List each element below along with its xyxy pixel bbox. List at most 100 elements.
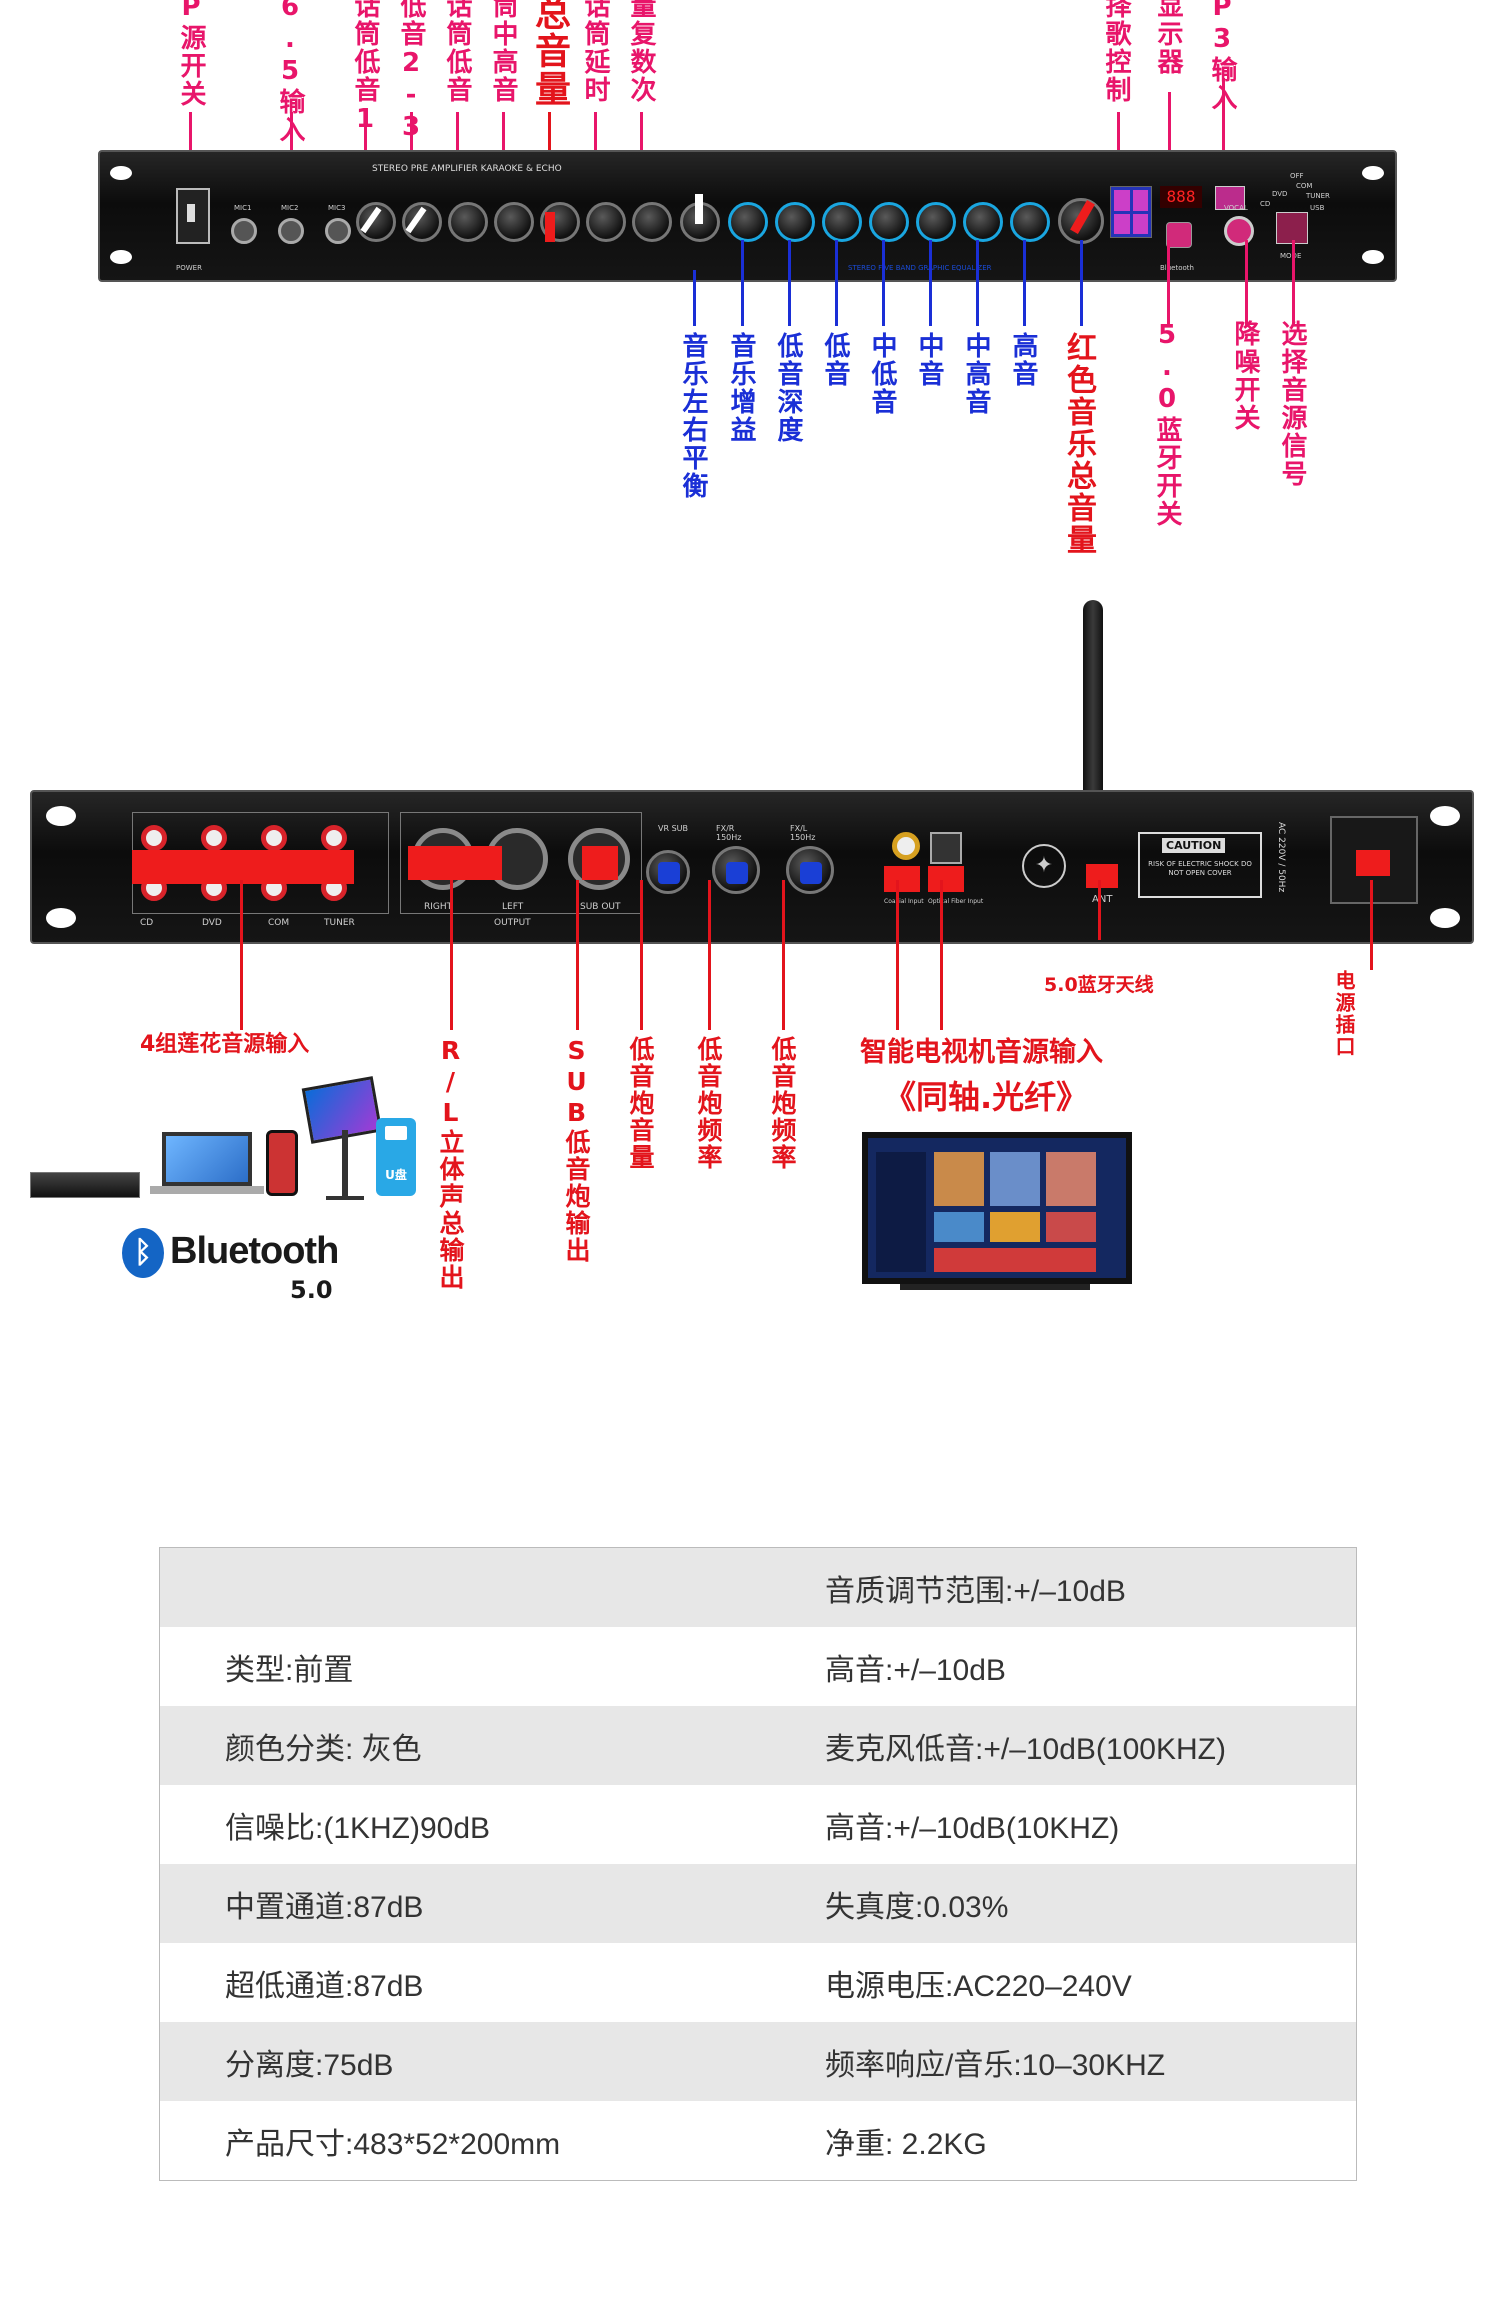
label-bass: 低音 xyxy=(820,332,850,388)
connector-line xyxy=(576,880,579,1030)
mid-knob[interactable] xyxy=(916,202,956,242)
mic-jack-1[interactable] xyxy=(231,218,257,244)
mode-option: TUNER xyxy=(1306,192,1330,200)
mic-jack-2[interactable] xyxy=(278,218,304,244)
callout-tv-input: 智能电视机音源输入 xyxy=(860,1037,1103,1068)
rack-hole xyxy=(46,908,76,928)
loudness-knob[interactable] xyxy=(775,202,815,242)
top-label-power-switch: P源开关 xyxy=(176,0,206,108)
mode-selector[interactable] xyxy=(1276,212,1308,244)
repeat-knob[interactable] xyxy=(632,202,672,242)
hi-knob[interactable] xyxy=(1010,202,1050,242)
connector-line xyxy=(189,112,192,182)
sub-label-vr: VR SUB xyxy=(658,824,688,833)
bluetooth-logo-icon: ᛒ xyxy=(122,1228,164,1278)
connector-line xyxy=(240,880,243,1030)
eq-caption: STEREO FIVE BAND GRAPHIC EQUALIZER xyxy=(848,264,992,272)
connector-line xyxy=(976,240,979,326)
spec-cell: 高音:+/–10dB xyxy=(825,1627,1356,1706)
callout-sub-volume: 低音炮音量 xyxy=(626,1036,655,1171)
callout-marker xyxy=(582,846,618,880)
spec-cell: 中置通道:87dB xyxy=(160,1864,825,1943)
usb-port[interactable] xyxy=(1215,186,1245,210)
mic1-label: MIC1 xyxy=(234,204,252,212)
spec-cell: 类型:前置 xyxy=(160,1627,825,1706)
caution-title: CAUTION xyxy=(1162,838,1226,853)
connector-line xyxy=(741,240,744,326)
delay-knob[interactable] xyxy=(586,202,626,242)
bluetooth-button[interactable] xyxy=(1166,222,1192,248)
sub-label-fxr: FX/R 150Hz xyxy=(716,824,742,842)
sub-freq-r-knob[interactable] xyxy=(712,846,760,894)
music-master-knob[interactable] xyxy=(728,202,768,242)
connector-line xyxy=(835,240,838,326)
callout-marker xyxy=(1086,864,1118,888)
coaxial-input[interactable] xyxy=(892,832,920,860)
connector-line xyxy=(1245,240,1248,326)
vocal-label: VOCAL xyxy=(1224,204,1248,212)
rack-hole xyxy=(1362,166,1384,180)
knob-pointer-white xyxy=(695,194,703,224)
bass-knob[interactable] xyxy=(822,202,862,242)
label-bt-switch: 5.0蓝牙开关 xyxy=(1152,320,1182,528)
table-row: 类型:前置高音:+/–10dB xyxy=(160,1627,1356,1706)
connector-line xyxy=(788,240,791,326)
connector-line xyxy=(1222,78,1225,163)
mic-jack-3[interactable] xyxy=(325,218,351,244)
mic-bass-knob[interactable] xyxy=(448,202,488,242)
callout-marker-blue xyxy=(800,862,822,884)
top-label-display: 显示器 xyxy=(1153,0,1183,76)
connector-line xyxy=(929,240,932,326)
spec-cell: 信噪比:(1KHZ)90dB xyxy=(160,1785,825,1864)
ant-label: ANT xyxy=(1092,894,1113,905)
mic-treble-knob[interactable] xyxy=(494,202,534,242)
top-label-mic-midhigh: 筒中高音 xyxy=(488,0,518,104)
connector-line xyxy=(1023,240,1026,326)
caution-text: RISK OF ELECTRIC SHOCK DO NOT OPEN COVER xyxy=(1148,860,1252,877)
bluetooth-label: Bluetooth xyxy=(1160,264,1194,272)
device-kiosk-stand xyxy=(342,1130,348,1196)
connector-line xyxy=(708,880,711,1030)
label-red-music-volume: 红色音乐总音量 xyxy=(1061,332,1096,556)
mode-option: OFF xyxy=(1290,172,1304,180)
song-control-pad[interactable] xyxy=(1110,186,1152,238)
mid-bass-knob[interactable] xyxy=(869,202,909,242)
connector-line xyxy=(1098,880,1101,940)
callout-sub-freq-1: 低音炮频率 xyxy=(694,1036,723,1171)
connector-line xyxy=(450,880,453,1030)
label-bass-depth: 低音深度 xyxy=(773,332,803,444)
output-group xyxy=(400,812,642,914)
mic-level23-knob[interactable] xyxy=(402,202,442,242)
vocal-knob[interactable] xyxy=(1224,216,1254,246)
input-label-com: COM xyxy=(268,918,290,928)
rack-hole xyxy=(1430,806,1460,826)
top-label-song-control: 择歌控制 xyxy=(1101,0,1131,104)
power-label: POWER xyxy=(176,264,202,272)
power-switch[interactable] xyxy=(176,188,210,244)
mic2-label: MIC2 xyxy=(281,204,299,212)
connector-line xyxy=(1292,240,1295,326)
callout-sub-freq-2: 低音炮频率 xyxy=(768,1036,797,1171)
callout-marker xyxy=(928,866,964,892)
mid-hi-knob[interactable] xyxy=(963,202,1003,242)
connector-line xyxy=(1168,92,1171,167)
knob-pointer-red xyxy=(545,212,555,242)
connector-line xyxy=(1370,880,1373,970)
callout-marker xyxy=(884,866,920,892)
mic3-label: MIC3 xyxy=(328,204,346,212)
callout-marker xyxy=(132,850,354,884)
callout-marker xyxy=(408,846,502,880)
optical-input[interactable] xyxy=(930,832,962,864)
device-laptop-base xyxy=(150,1186,264,1194)
label-high: 高音 xyxy=(1008,332,1038,388)
spec-cell: 频率响应/音乐:10–30KHZ xyxy=(825,2022,1356,2101)
rack-hole xyxy=(110,250,132,264)
rack-hole xyxy=(1362,250,1384,264)
rack-hole xyxy=(46,806,76,826)
label-source-select: 选择音源信号 xyxy=(1277,320,1307,488)
device-kiosk-foot xyxy=(326,1196,364,1200)
